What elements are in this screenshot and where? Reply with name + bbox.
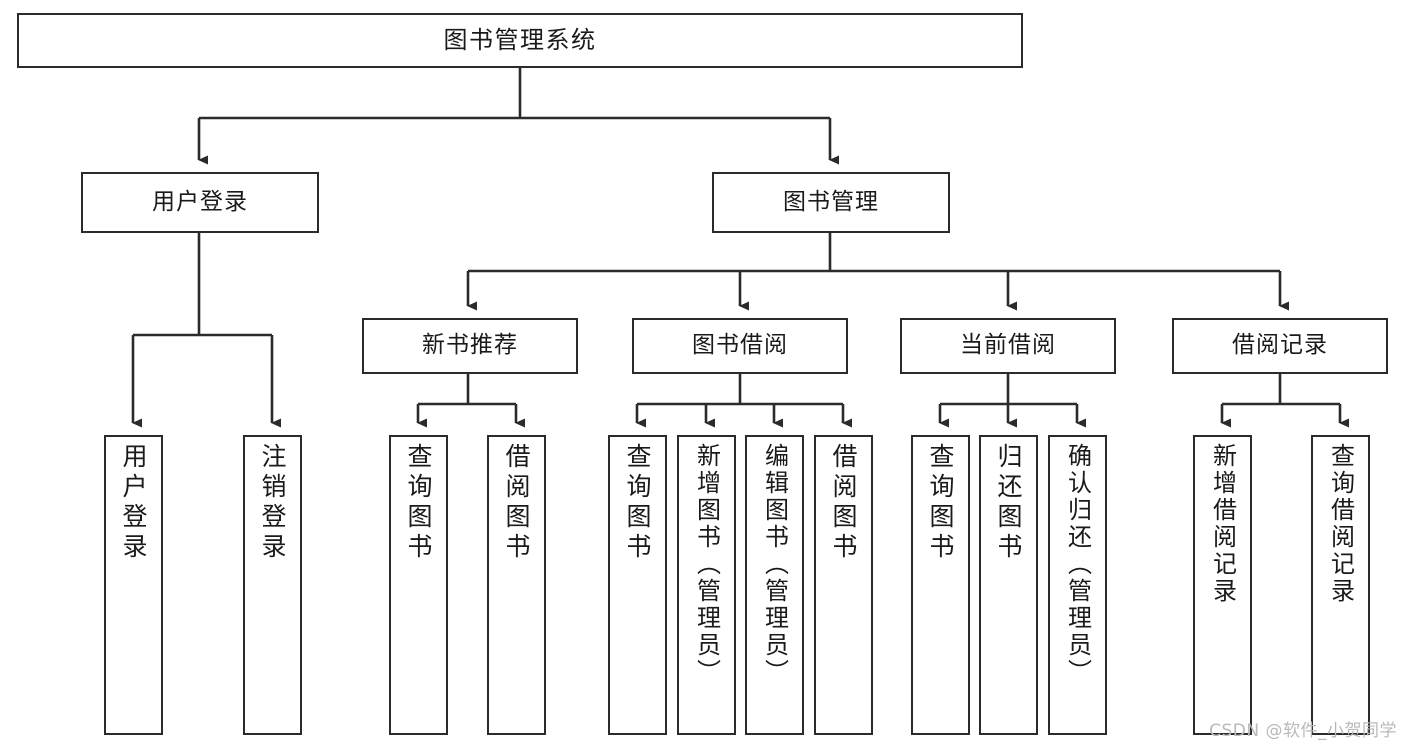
leaf-add-borrow-record[interactable]: 新增借阅记录 [1193,435,1252,735]
leaf-query-book-recommend[interactable]: 查询图书 [389,435,448,735]
leaf-logout[interactable]: 注销登录 [243,435,302,735]
node-current-borrow[interactable]: 当前借阅 [900,318,1116,374]
leaf-confirm-return-admin-label: 确认归还（管理员） [1063,443,1092,686]
node-current-borrow-label: 当前借阅 [960,332,1056,359]
node-borrow-record[interactable]: 借阅记录 [1172,318,1388,374]
leaf-edit-book-admin[interactable]: 编辑图书（管理员） [745,435,804,735]
node-user-login-label: 用户登录 [152,188,248,215]
leaf-user-login[interactable]: 用户登录 [104,435,163,735]
leaf-query-borrow-record[interactable]: 查询借阅记录 [1311,435,1370,735]
node-new-book-recommend[interactable]: 新书推荐 [362,318,578,374]
leaf-borrow-book-label: 借阅图书 [829,443,858,563]
leaf-return-book-label: 归还图书 [994,443,1023,563]
leaf-query-book-borrow[interactable]: 查询图书 [608,435,667,735]
leaf-add-book-admin[interactable]: 新增图书（管理员） [677,435,736,735]
node-root[interactable]: 图书管理系统 [17,13,1023,68]
leaf-query-borrow-record-label: 查询借阅记录 [1326,443,1355,605]
leaf-query-book-recommend-label: 查询图书 [404,443,433,563]
leaf-add-borrow-record-label: 新增借阅记录 [1208,443,1237,605]
leaf-borrow-book-recommend-label: 借阅图书 [502,443,531,563]
node-borrow-record-label: 借阅记录 [1232,332,1328,359]
node-book-management-label: 图书管理 [783,188,879,215]
leaf-query-book-borrow-label: 查询图书 [623,443,652,563]
node-new-book-recommend-label: 新书推荐 [422,332,518,359]
node-root-label: 图书管理系统 [443,26,597,55]
leaf-borrow-book-recommend[interactable]: 借阅图书 [487,435,546,735]
leaf-query-book-current[interactable]: 查询图书 [911,435,970,735]
leaf-edit-book-admin-label: 编辑图书（管理员） [760,443,789,686]
node-book-borrow-label: 图书借阅 [692,332,788,359]
node-book-borrow[interactable]: 图书借阅 [632,318,848,374]
leaf-confirm-return-admin[interactable]: 确认归还（管理员） [1048,435,1107,735]
leaf-add-book-admin-label: 新增图书（管理员） [692,443,721,686]
leaf-user-login-label: 用户登录 [119,443,148,563]
leaf-return-book[interactable]: 归还图书 [979,435,1038,735]
leaf-logout-label: 注销登录 [258,443,287,563]
leaf-query-book-current-label: 查询图书 [926,443,955,563]
node-user-login[interactable]: 用户登录 [81,172,319,233]
leaf-borrow-book[interactable]: 借阅图书 [814,435,873,735]
node-book-management[interactable]: 图书管理 [712,172,950,233]
